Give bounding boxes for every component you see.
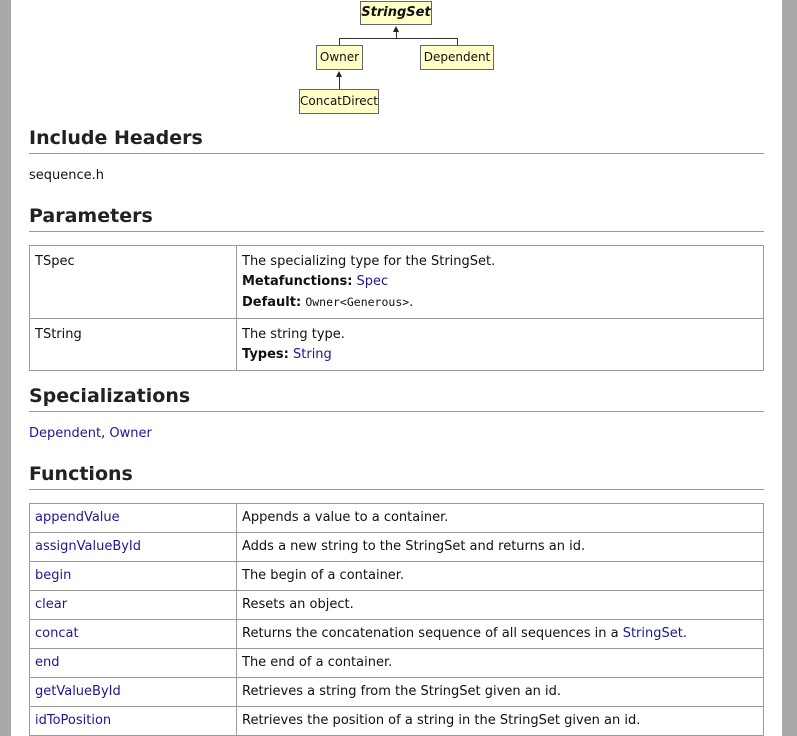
diagram-node-dependent[interactable]: Dependent (420, 45, 494, 70)
param-desc-text: The string type. (242, 327, 345, 342)
function-description: Retrieves a string from the StringSet gi… (236, 677, 764, 707)
stringset-link[interactable]: StringSet (622, 626, 683, 641)
function-link-begin[interactable]: begin (35, 568, 72, 583)
function-description: Returns the concatenation sequence of al… (236, 619, 764, 649)
default-value: Owner<Generous> (305, 295, 410, 309)
table-row: concat Returns the concatenation sequenc… (29, 619, 764, 649)
function-link-clear[interactable]: clear (35, 597, 68, 612)
function-link-idtoposition[interactable]: idToPosition (35, 713, 112, 728)
diagram-node-owner[interactable]: Owner (316, 45, 363, 70)
functions-heading: Functions (29, 463, 764, 490)
parameters-heading: Parameters (29, 205, 764, 232)
diagram-edge (339, 38, 340, 45)
left-page-border (0, 0, 11, 736)
diagram-edge (457, 38, 458, 45)
table-row: assignValueById Adds a new string to the… (29, 532, 764, 562)
include-file: sequence.h (29, 168, 105, 183)
param-metafunctions: Metafunctions: Spec (242, 272, 758, 292)
table-row: appendValue Appends a value to a contain… (29, 503, 764, 533)
function-link-getvaluebyid[interactable]: getValueById (35, 684, 121, 699)
table-row: idToPosition Retrieves the position of a… (29, 706, 764, 736)
specializations-list: Dependent, Owner (29, 426, 152, 441)
function-description: The end of a container. (236, 648, 764, 678)
function-description: Appends a value to a container. (236, 503, 764, 533)
string-link[interactable]: String (293, 347, 332, 362)
spec-link[interactable]: Spec (356, 274, 389, 289)
function-link-concat[interactable]: concat (35, 626, 79, 641)
function-desc-text: Returns the concatenation sequence of al… (242, 626, 623, 641)
diagram-edge (339, 38, 457, 39)
param-desc-text: The specializing type for the StringSet. (242, 254, 496, 269)
specializations-heading: Specializations (29, 385, 764, 412)
table-row: clear Resets an object. (29, 590, 764, 620)
diagram-node-stringset[interactable]: StringSet (360, 1, 432, 25)
function-description: The begin of a container. (236, 561, 764, 591)
inheritance-arrow (393, 26, 399, 32)
diagram-edge (339, 76, 340, 89)
function-link-appendvalue[interactable]: appendValue (35, 510, 120, 525)
default-label: Default: (242, 295, 302, 310)
table-row: TString The string type. Types: String (29, 318, 764, 371)
default-suffix: . (409, 295, 414, 310)
list-separator: , (101, 426, 110, 441)
param-description: The specializing type for the StringSet.… (236, 245, 764, 319)
function-description: Adds a new string to the StringSet and r… (236, 532, 764, 562)
function-link-assignvaluebyid[interactable]: assignValueById (35, 539, 142, 554)
page-content: StringSet Owner Dependent ConcatDirect I… (29, 0, 764, 736)
table-row: end The end of a container. (29, 648, 764, 678)
specialization-link-dependent[interactable]: Dependent (29, 426, 102, 441)
function-name-cell: end (29, 648, 237, 678)
diagram-node-concatdirect[interactable]: ConcatDirect (299, 89, 379, 114)
function-name-cell: idToPosition (29, 706, 237, 736)
param-name: TSpec (29, 245, 237, 319)
table-row: getValueById Retrieves a string from the… (29, 677, 764, 707)
metafunctions-label: Metafunctions: (242, 274, 353, 289)
function-link-end[interactable]: end (35, 655, 60, 670)
diagram-edge (396, 31, 397, 39)
class-diagram: StringSet Owner Dependent ConcatDirect (29, 0, 764, 118)
types-label: Types: (242, 347, 289, 362)
function-name-cell: concat (29, 619, 237, 649)
right-page-border (782, 0, 797, 736)
function-name-cell: begin (29, 561, 237, 591)
functions-table: appendValue Appends a value to a contain… (29, 503, 764, 736)
function-description: Resets an object. (236, 590, 764, 620)
parameters-table: TSpec The specializing type for the Stri… (29, 245, 764, 371)
function-desc-suffix: . (682, 626, 687, 641)
inheritance-arrow (336, 71, 342, 77)
param-description: The string type. Types: String (236, 318, 764, 371)
function-name-cell: assignValueById (29, 532, 237, 562)
param-types: Types: String (242, 345, 758, 365)
function-description: Retrieves the position of a string in th… (236, 706, 764, 736)
specialization-link-owner[interactable]: Owner (109, 426, 152, 441)
function-name-cell: clear (29, 590, 237, 620)
function-name-cell: getValueById (29, 677, 237, 707)
function-name-cell: appendValue (29, 503, 237, 533)
table-row: begin The begin of a container. (29, 561, 764, 591)
include-headers-heading: Include Headers (29, 127, 764, 154)
param-name: TString (29, 318, 237, 371)
param-default: Default: Owner<Generous>. (242, 292, 758, 313)
table-row: TSpec The specializing type for the Stri… (29, 245, 764, 319)
